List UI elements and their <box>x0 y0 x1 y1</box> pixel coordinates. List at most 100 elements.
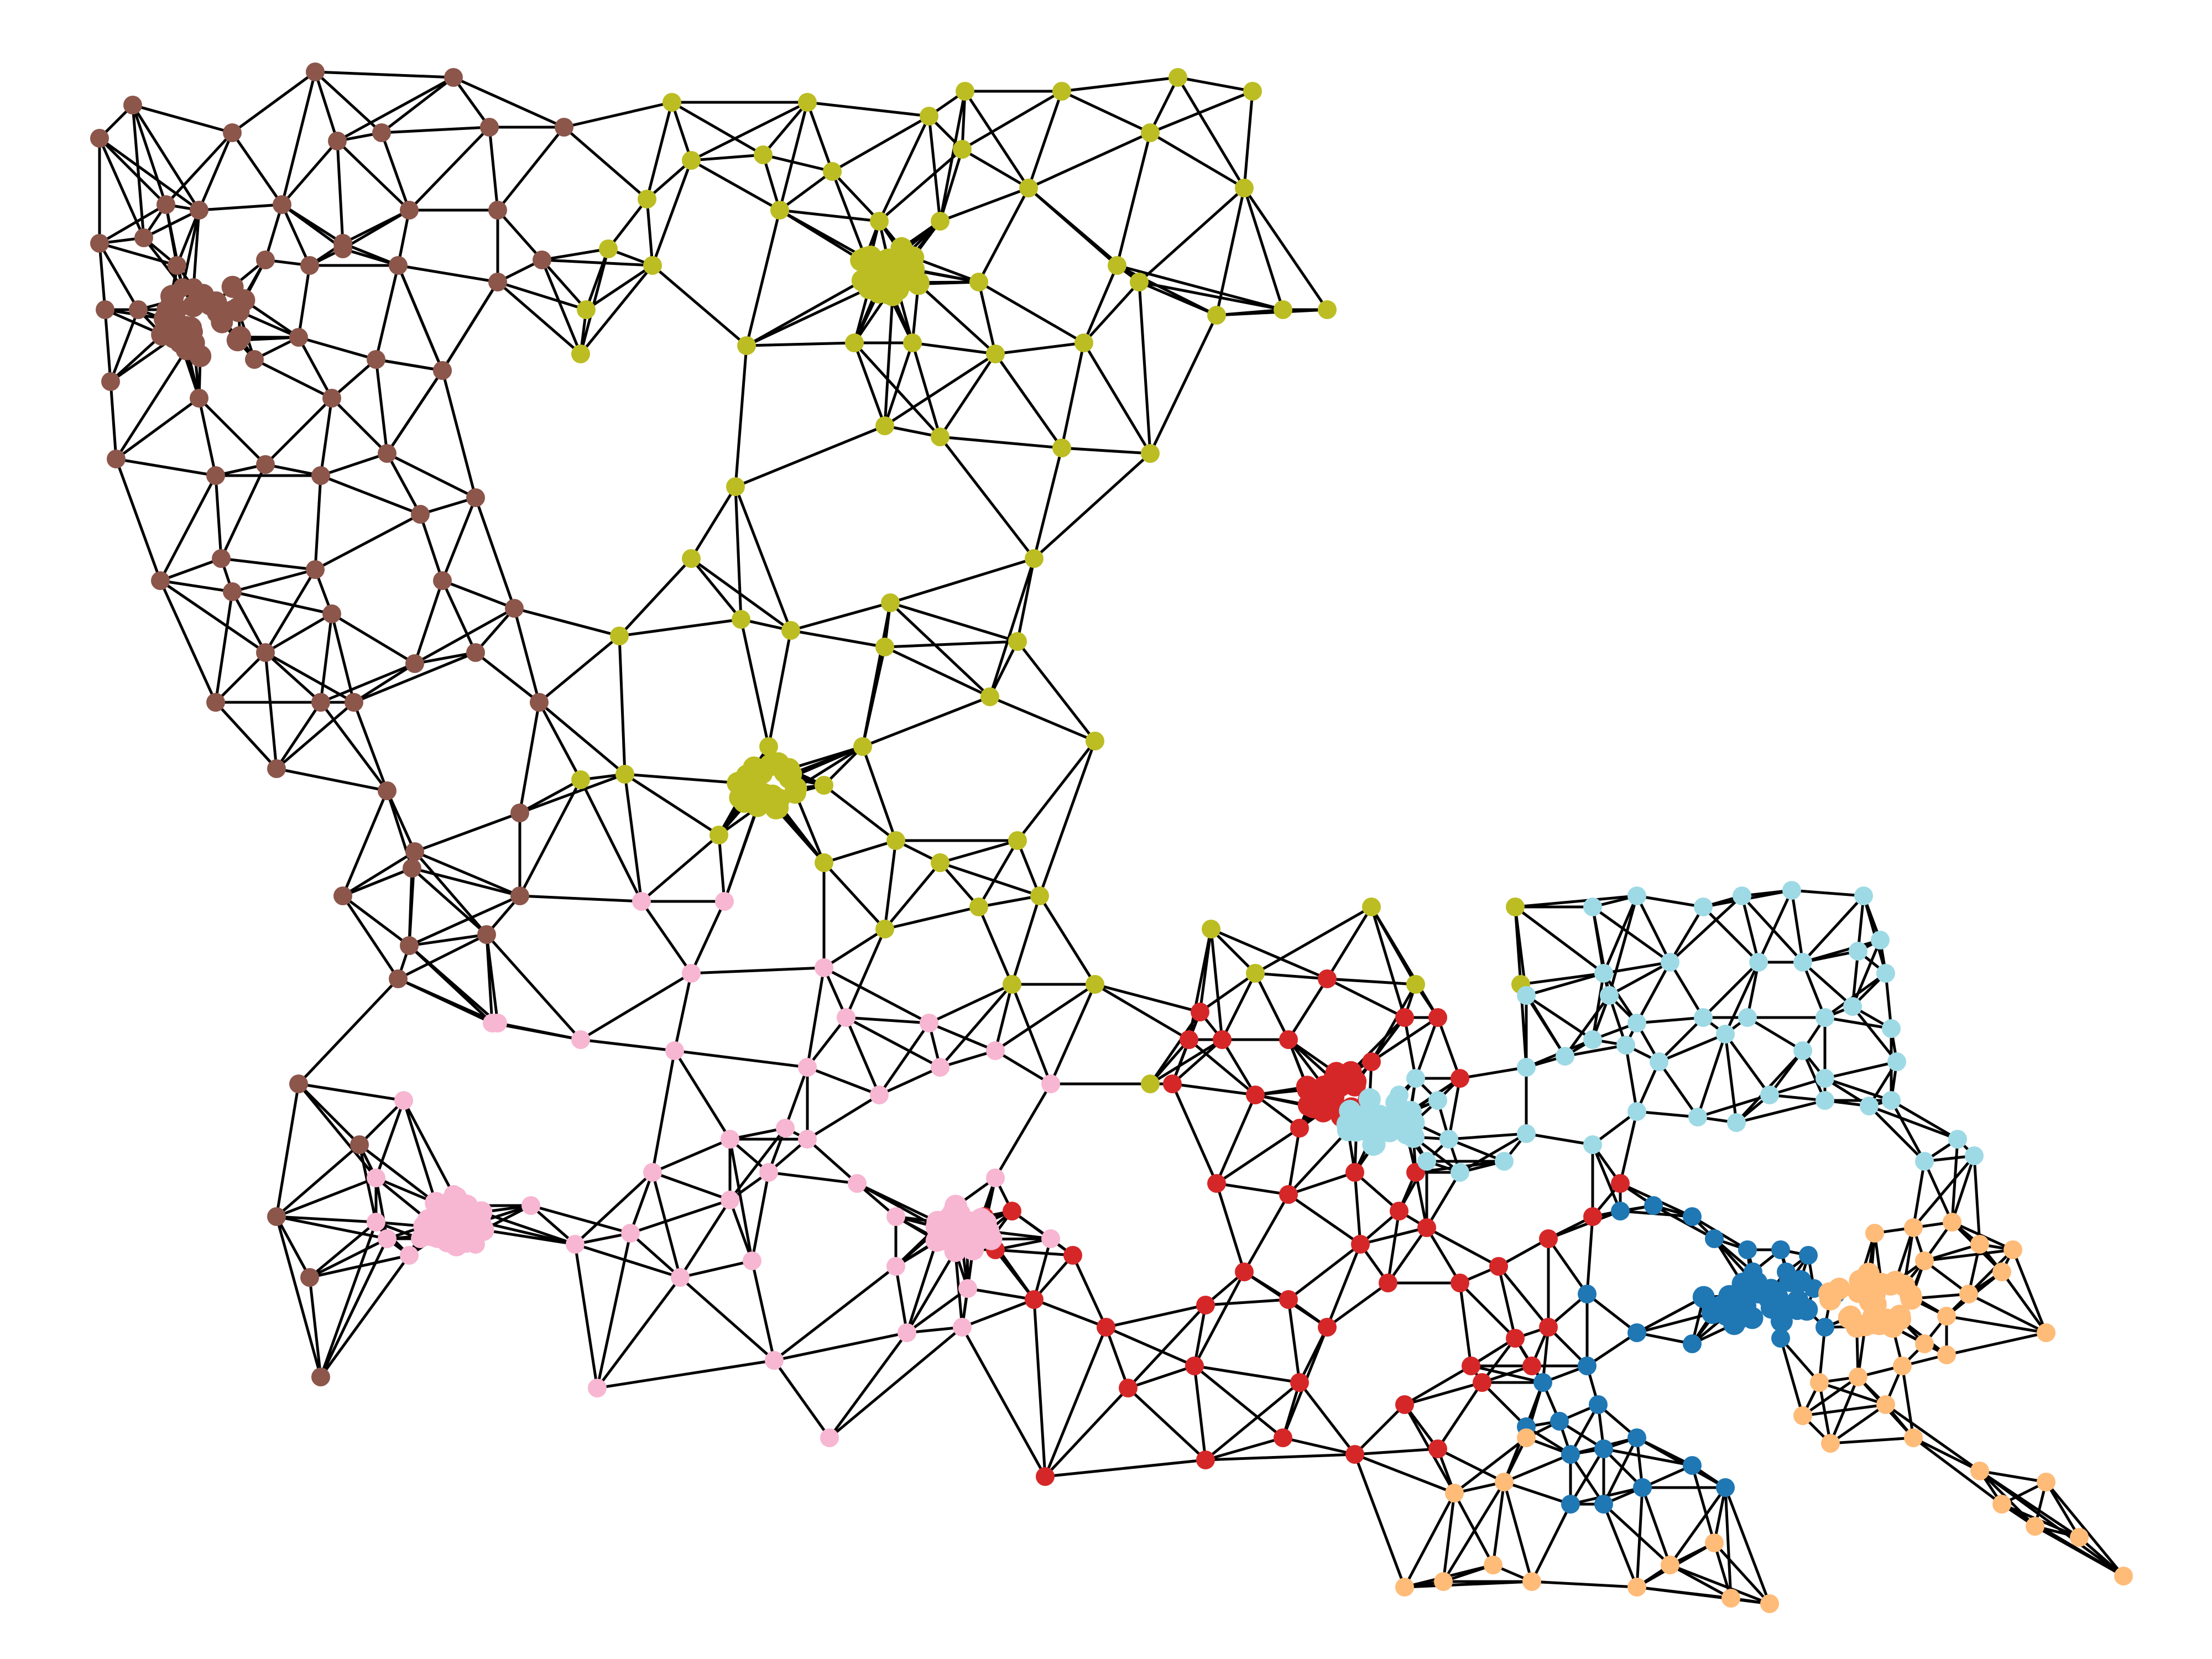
graph-node-olive <box>1168 68 1187 87</box>
graph-node-pink <box>920 1014 938 1032</box>
graph-edge <box>1602 894 1639 975</box>
graph-edge <box>1945 1331 2048 1357</box>
graph-edge <box>585 264 654 311</box>
graph-edge <box>778 170 834 212</box>
graph-edge <box>1525 972 1605 997</box>
graph-edge <box>413 811 521 853</box>
graph-node-lightblue <box>1716 1025 1735 1044</box>
graph-node-pink <box>951 1218 973 1240</box>
graph-edge <box>607 197 649 251</box>
graph-node-olive <box>682 549 701 568</box>
graph-edge <box>629 1171 654 1235</box>
graph-node-olive <box>881 593 900 612</box>
graph-edge <box>275 1215 311 1279</box>
graph-edge <box>822 927 886 969</box>
graph-node-brown <box>510 886 529 905</box>
graph-edge <box>883 640 1019 649</box>
graph-node-lightblue <box>1583 1135 1602 1154</box>
graph-edge <box>402 1099 437 1204</box>
graph-edge <box>977 186 1030 284</box>
graph-node-olive <box>1008 632 1027 651</box>
graph-edge <box>789 629 886 649</box>
graph-node-pink <box>765 1351 784 1370</box>
graph-edge <box>883 905 980 931</box>
graph-node-red <box>1345 1445 1364 1464</box>
graph-node-olive <box>969 898 988 916</box>
graph-node-brown <box>206 466 225 485</box>
graph-edge <box>878 148 964 223</box>
graph-edge <box>1104 1326 1196 1368</box>
graph-node-pink <box>931 1058 950 1077</box>
graph-node-red <box>1451 1069 1469 1088</box>
graph-node-olive <box>748 761 771 783</box>
graph-edge <box>734 485 743 621</box>
graph-edge <box>728 1198 754 1262</box>
graph-edge <box>1912 1436 2004 1506</box>
graph-edge <box>1823 1060 1898 1080</box>
graph-edge <box>1497 1265 1517 1340</box>
graph-edge <box>1281 1436 1357 1456</box>
graph-node-brown <box>267 1207 286 1226</box>
graph-node-brown <box>389 969 408 988</box>
graph-node-orange <box>1484 1556 1503 1574</box>
graph-edge <box>413 651 477 665</box>
graph-node-brown <box>328 132 347 150</box>
graph-node-brown <box>389 256 408 275</box>
graph-node-orange <box>1992 1495 2011 1514</box>
graph-edge <box>314 70 455 79</box>
graph-edge <box>1829 1403 1887 1445</box>
graph-node-orange <box>1495 1473 1514 1491</box>
graph-edge <box>844 1016 881 1097</box>
graph-node-blue <box>1815 1318 1834 1337</box>
graph-edge <box>1198 972 1257 1014</box>
graph-edge <box>1104 1303 1207 1329</box>
graph-edge <box>1497 1237 1550 1268</box>
graph-node-red <box>1451 1274 1469 1292</box>
graph-edge <box>513 607 541 704</box>
graph-edge <box>275 767 389 792</box>
graph-edge <box>883 352 997 427</box>
graph-edge <box>159 579 234 593</box>
graph-edge <box>806 101 834 173</box>
graph-edge <box>1884 1403 1981 1473</box>
graph-edge <box>1359 1226 1428 1246</box>
graph-node-red <box>1279 1185 1298 1204</box>
graph-edge <box>1635 1486 1644 1589</box>
graph-node-orange <box>1904 1218 1923 1237</box>
graph-edge <box>573 1243 682 1279</box>
graph-edge <box>894 1265 909 1334</box>
graph-node-olive <box>980 687 999 706</box>
graph-edge <box>513 607 621 638</box>
graph-node-lightblue <box>1406 1069 1425 1088</box>
graph-edge <box>1890 1099 1959 1141</box>
graph-edge <box>1082 341 1152 455</box>
graph-edge <box>1591 972 1605 1041</box>
graph-edge <box>540 247 610 262</box>
graph-node-red <box>1318 969 1337 988</box>
graph-edge <box>773 1359 831 1439</box>
graph-node-olive <box>931 853 950 872</box>
graph-edge <box>1082 280 1141 345</box>
graph-edge <box>1093 983 1202 1014</box>
graph-node-brown <box>289 328 308 347</box>
graph-edge <box>319 397 333 477</box>
graph-node-pink <box>969 1227 992 1250</box>
graph-edge <box>1724 1486 1733 1600</box>
graph-node-pink <box>671 1268 690 1287</box>
graph-edge <box>1215 1182 1290 1196</box>
graph-edge <box>1801 961 1827 1019</box>
graph-edge <box>341 247 400 267</box>
graph-edge <box>889 557 1036 604</box>
graph-node-olive <box>571 770 590 789</box>
graph-edge <box>220 557 317 571</box>
graph-edge <box>319 1237 389 1379</box>
graph-edge <box>651 1171 682 1279</box>
graph-node-brown <box>405 842 424 861</box>
graph-node-orange <box>1821 1434 1840 1453</box>
graph-edge <box>314 70 339 143</box>
graph-edge <box>831 170 881 223</box>
graph-edge <box>679 1259 754 1279</box>
graph-edge <box>1724 1032 1771 1097</box>
graph-node-blue <box>1770 1310 1793 1332</box>
graph-edge <box>1243 1193 1290 1274</box>
